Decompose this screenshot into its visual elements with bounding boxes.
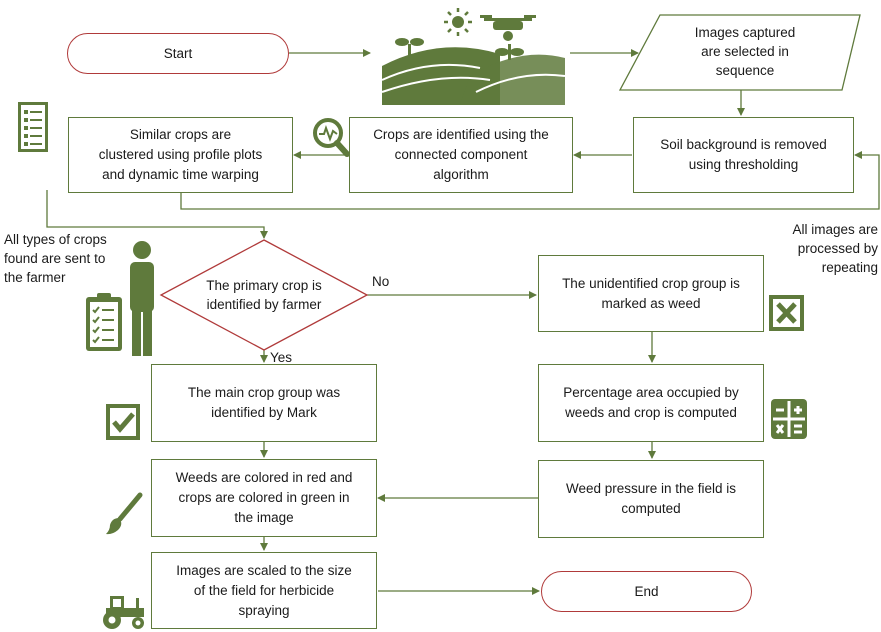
close-box-icon	[769, 295, 804, 331]
farmer-icon	[130, 241, 154, 356]
arrow-cluster-to-decision	[46, 190, 268, 239]
yes-label: Yes	[270, 350, 293, 365]
decision-diamond	[159, 239, 369, 351]
weed-pressure-box: Weed pressure in the field is computed	[538, 460, 764, 538]
main-crop-box: The main crop group was identified by Ma…	[151, 364, 377, 442]
percentage-box: Percentage area occupied by weeds and cr…	[538, 364, 764, 442]
tractor-icon	[103, 596, 144, 629]
arrow-loop-repeat	[180, 151, 880, 210]
clipboard-icon	[86, 293, 122, 351]
colored-box: Weeds are colored in red and crops are c…	[151, 459, 377, 537]
soil-removed-box: Soil background is removed using thresho…	[633, 117, 854, 193]
calculator-icon	[771, 399, 807, 439]
list-icon	[18, 102, 48, 152]
marked-weed-box: The unidentified crop group is marked as…	[538, 255, 764, 332]
end-terminal: End	[541, 571, 752, 612]
clustered-box: Similar crops are clustered using profil…	[68, 117, 293, 193]
farm-drone-icon	[381, 8, 565, 105]
images-parallelogram	[618, 14, 861, 91]
crops-identified-box: Crops are identified using the connected…	[349, 117, 573, 193]
start-terminal: Start	[67, 33, 289, 74]
repeating-label: All images are processed by repeating	[792, 222, 878, 275]
scaled-box: Images are scaled to the size of the fie…	[151, 552, 377, 629]
check-box-icon	[106, 404, 140, 440]
decision-text: The primary crop is identified by farmer	[206, 278, 322, 312]
paintbrush-icon	[106, 492, 143, 535]
images-selected-text: Images captured are selected in sequence	[694, 25, 796, 78]
sent-to-farmer-label: All types of crops found are sent to the…	[4, 232, 107, 285]
no-label: No	[372, 274, 390, 289]
magnify-chart-icon	[313, 118, 350, 157]
